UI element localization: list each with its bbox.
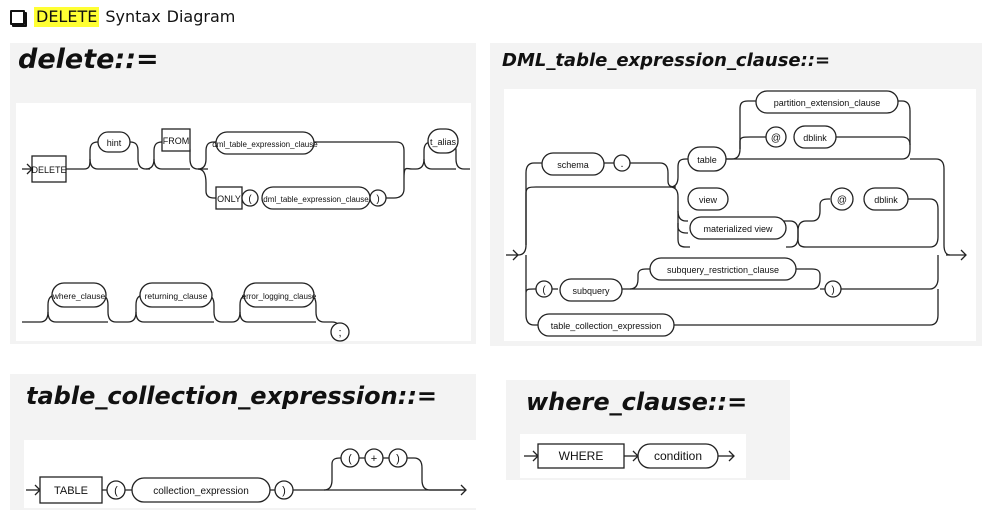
sym-subquery-rp: ) bbox=[831, 285, 834, 296]
nt-collection-expression: collection_expression bbox=[153, 486, 249, 497]
nt-where-clause: where_clause bbox=[52, 291, 106, 301]
nt-materialized-view: materialized view bbox=[703, 224, 773, 234]
tce-railroad: TABLE ( collection_expression ) ( + ) bbox=[24, 440, 476, 508]
checkbox-bullet-icon bbox=[10, 9, 25, 25]
nt-subquery: subquery bbox=[572, 286, 610, 296]
header-diagram: Diagram bbox=[166, 7, 236, 26]
sym-outer-lp: ( bbox=[348, 453, 352, 465]
nt-subquery-restriction: subquery_restriction_clause bbox=[667, 265, 779, 275]
header-highlight: DELETE bbox=[34, 7, 100, 27]
where-title: where_clause::= bbox=[526, 388, 748, 416]
header-syntax: Syntax bbox=[105, 7, 161, 26]
nt-hint: hint bbox=[107, 138, 122, 148]
sym-semicolon: ; bbox=[338, 327, 341, 339]
tce-title: table_collection_expression::= bbox=[26, 382, 438, 410]
nt-error-logging-clause: error_logging_clause bbox=[242, 292, 317, 301]
nt-schema: schema bbox=[557, 160, 589, 170]
kw-where: WHERE bbox=[559, 449, 604, 463]
kw-delete: DELETE bbox=[31, 165, 66, 175]
nt-condition: condition bbox=[654, 449, 702, 463]
sym-tce-rp: ) bbox=[282, 485, 286, 497]
kw-from: FROM bbox=[163, 136, 190, 146]
delete-railroad: DELETE hint FROM dml_table_expression_cl… bbox=[16, 103, 471, 342]
kw-table: TABLE bbox=[54, 485, 88, 497]
dml-title: DML_table_expression_clause::= bbox=[502, 50, 831, 71]
nt-dml1: dml_table_expression_clause bbox=[212, 140, 318, 149]
sym-at-2: @ bbox=[837, 195, 847, 206]
nt-dml2: dml_table_expression_clause bbox=[263, 195, 369, 204]
nt-table: table bbox=[697, 155, 717, 165]
nt-dblink-2: dblink bbox=[874, 195, 898, 205]
sym-at-1: @ bbox=[771, 133, 781, 144]
sym-subquery-lp: ( bbox=[542, 285, 546, 296]
nt-table-collection-expression: table_collection_expression bbox=[551, 321, 662, 331]
where-railroad: WHERE condition bbox=[520, 434, 746, 478]
nt-view: view bbox=[699, 195, 718, 205]
nt-returning-clause: returning_clause bbox=[145, 291, 208, 301]
page-header: DELETE Syntax Diagram bbox=[10, 7, 235, 27]
sym-outer-rp: ) bbox=[396, 453, 400, 465]
kw-only: ONLY bbox=[217, 194, 241, 204]
nt-dblink-1: dblink bbox=[803, 133, 827, 143]
nt-partition-extension: partition_extension_clause bbox=[774, 98, 881, 108]
sym-rp: ) bbox=[376, 194, 379, 205]
sym-dot: . bbox=[620, 158, 623, 170]
sym-tce-lp: ( bbox=[114, 485, 118, 497]
delete-title: delete::= bbox=[18, 44, 159, 75]
dml-railroad: schema . table partition_extension_claus… bbox=[504, 89, 976, 341]
sym-lp: ( bbox=[248, 194, 252, 205]
nt-talias: t_alias bbox=[430, 137, 457, 147]
sym-plus: + bbox=[371, 453, 377, 465]
